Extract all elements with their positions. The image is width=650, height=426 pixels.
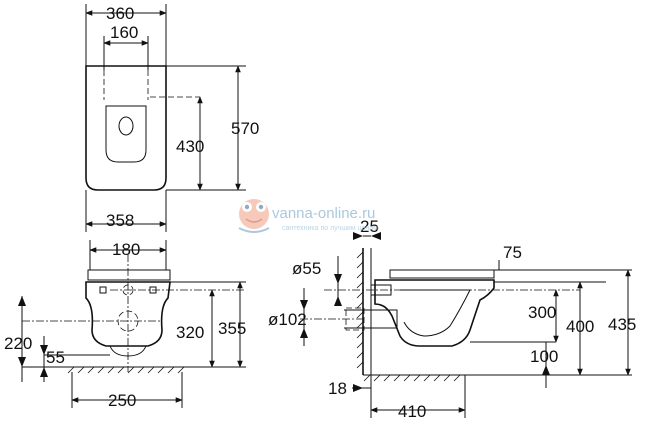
fixing-hole-left — [99, 286, 107, 294]
top-view: 360 160 430 570 358 — [85, 4, 259, 232]
floor-hatch-front — [67, 366, 185, 374]
frog-logo-icon — [238, 199, 270, 233]
wall-hatch — [356, 251, 364, 369]
side-view: 25 75 ø55 ø102 300 400 435 100 18 410 — [268, 217, 636, 421]
dim-435: 435 — [608, 315, 636, 334]
dim-d102: ø102 — [268, 310, 307, 329]
seat-lid-front — [87, 269, 171, 281]
seat-side — [389, 269, 495, 279]
dim-75: 75 — [503, 243, 522, 262]
dim-410: 410 — [398, 402, 426, 421]
front-view: 180 220 55 320 355 250 — [4, 240, 246, 410]
dim-300: 300 — [528, 303, 556, 322]
dim-18: 18 — [328, 379, 347, 398]
dim-250: 250 — [108, 391, 136, 410]
dim-430: 430 — [176, 137, 204, 156]
watermark-tagline: сантехника по лучшим ценам — [282, 225, 378, 232]
dim-180: 180 — [112, 240, 140, 259]
drain-hole-top — [118, 116, 134, 136]
dim-355: 355 — [218, 319, 246, 338]
dim-25: 25 — [360, 217, 379, 236]
dim-360: 360 — [106, 4, 134, 23]
dim-160: 160 — [110, 23, 138, 42]
dim-570: 570 — [231, 119, 259, 138]
watermark-site: vanna-online.ru — [272, 205, 375, 222]
dim-358: 358 — [106, 211, 134, 230]
floor-hatch-side — [363, 374, 461, 382]
bowl-outline-top — [85, 65, 167, 191]
dim-55: 55 — [46, 348, 65, 367]
outlet-pipe — [370, 309, 398, 329]
dim-220: 220 — [4, 334, 32, 353]
bowl-outline-front — [85, 281, 171, 347]
dim-400: 400 — [566, 317, 594, 336]
watermark: vanna-online.ru сантехника по лучшим цен… — [238, 199, 378, 233]
seat-opening-top — [105, 105, 147, 163]
dim-100: 100 — [530, 347, 558, 366]
dim-d55: ø55 — [292, 259, 321, 278]
dim-320: 320 — [176, 323, 204, 342]
